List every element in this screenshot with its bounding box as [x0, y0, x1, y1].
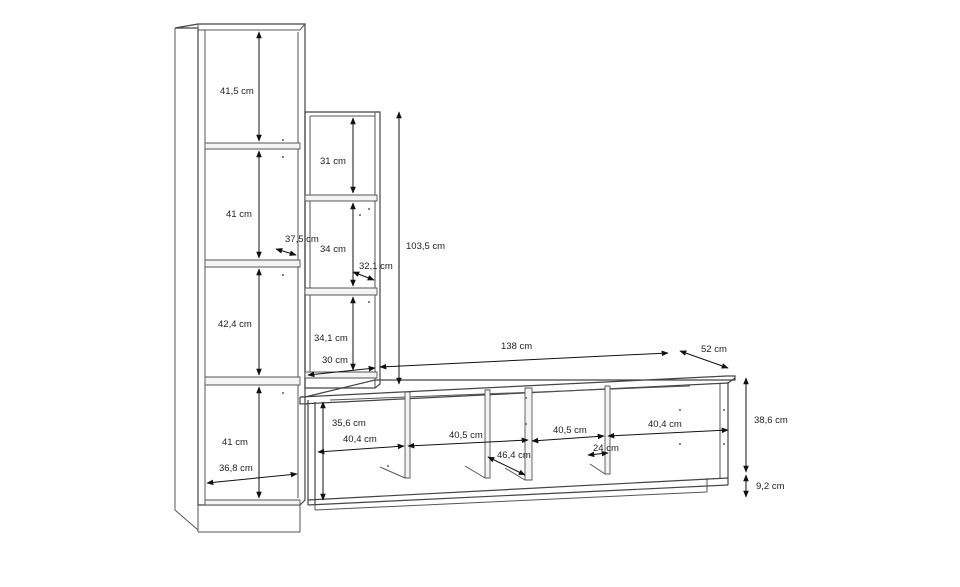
dimension-lines: [206, 31, 749, 501]
tv-board-plinth-height: 9,2 cm: [756, 481, 785, 492]
tv-board-small-depth: 24 cm: [593, 443, 619, 454]
tv-board-inner-height: 35,6 cm: [332, 418, 366, 429]
tv-board-inner-depth: 46,4 cm: [497, 450, 531, 461]
tv-board-height: 38,6 cm: [754, 415, 788, 426]
middle-shelf-compartment-3-height: 34,1 cm: [314, 333, 348, 344]
tv-board-width: 138 cm: [501, 341, 532, 352]
tall-shelf-compartment-4-height: 41 cm: [222, 437, 248, 448]
middle-shelf-compartment-1-height: 31 cm: [320, 156, 346, 167]
tall-shelf-compartment-1-height: 41,5 cm: [220, 86, 254, 97]
middle-shelf-depth: 32,1 cm: [359, 261, 393, 272]
middle-shelf-total-height: 103,5 cm: [406, 241, 445, 252]
tv-board-compartment-2-width: 40,5 cm: [449, 430, 483, 441]
tall-shelf-compartment-3-height: 42,4 cm: [218, 319, 252, 330]
dimension-labels: 41,5 cm 41 cm 42,4 cm 41 cm 36,8 cm 37,5…: [218, 86, 788, 492]
low-tv-board: [299, 375, 736, 511]
tall-shelf-compartment-2-height: 41 cm: [226, 209, 252, 220]
tv-board-compartment-4-width: 40,4 cm: [648, 419, 682, 430]
middle-shelf-width: 30 cm: [322, 355, 348, 366]
middle-shelf-compartment-2-height: 34 cm: [320, 244, 346, 255]
tall-shelf-depth: 37,5 cm: [285, 234, 319, 245]
tall-shelf-width: 36,8 cm: [219, 463, 253, 474]
tv-board-depth: 52 cm: [701, 344, 727, 355]
tv-board-compartment-3-width: 40,5 cm: [553, 425, 587, 436]
tall-shelf-unit: [174, 23, 306, 533]
tv-board-compartment-1-width: 40,4 cm: [343, 434, 377, 445]
